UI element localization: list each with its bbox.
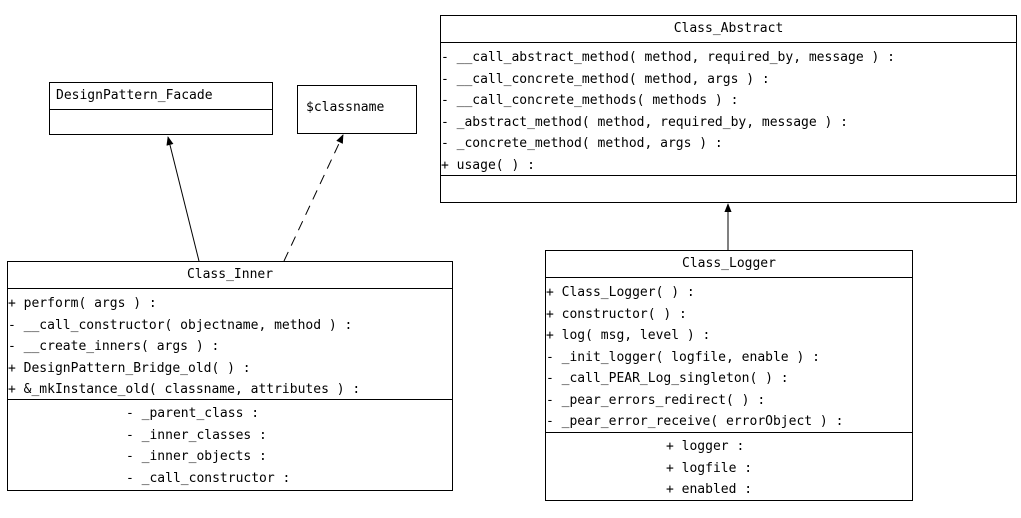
attribute: - _call_constructor : [126, 470, 291, 486]
operation: - _call_PEAR_Log_singleton( ) : [546, 371, 789, 386]
operation: - __create_inners( args ) : [8, 339, 220, 354]
operation: + usage( ) : [441, 157, 535, 173]
attributes-section [441, 176, 1016, 182]
operation: + perform( args ) : [8, 296, 157, 311]
attributes-section: - _parent_class : - _inner_classes : - _… [8, 400, 452, 492]
operation: - _abstract_method( method, required_by,… [441, 114, 848, 130]
operation: - __call_concrete_methods( methods ) : [441, 93, 739, 108]
inner-to-classname-edge [283, 134, 344, 262]
class-box-logger[interactable]: Class_Logger + Class_Logger( ) : + const… [545, 250, 913, 501]
attribute: - _inner_objects : [126, 449, 267, 464]
operations-section: + Class_Logger( ) : + constructor( ) : +… [546, 278, 912, 433]
attribute: - _inner_classes : [126, 427, 267, 443]
operation: + constructor( ) : [546, 306, 687, 322]
attribute: + logger : [666, 439, 745, 454]
class-name: DesignPattern_Facade [50, 83, 272, 110]
operation: - _init_logger( logfile, enable ) : [546, 349, 820, 365]
operations-section: - __call_abstract_method( method, requir… [441, 43, 1016, 176]
inner-to-facade-edge [166, 136, 200, 262]
operation: - __call_constructor( objectname, method… [8, 317, 353, 333]
class-box-abstract[interactable]: Class_Abstract - __call_abstract_method(… [440, 15, 1017, 203]
class-name: Class_Abstract [441, 16, 1016, 43]
class-name: Class_Logger [546, 251, 912, 278]
operation: - _pear_errors_redirect( ) : [546, 392, 766, 408]
operations-section: + perform( args ) : - __call_constructor… [8, 289, 452, 400]
class-box-facade[interactable]: DesignPattern_Facade [49, 82, 273, 135]
class-box-inner[interactable]: Class_Inner + perform( args ) : - __call… [7, 261, 453, 491]
operation: + Class_Logger( ) : [546, 285, 695, 300]
class-name: Class_Inner [8, 262, 452, 289]
operation: + &_mkInstance_old( classname, attribute… [8, 382, 361, 397]
operation: - __call_abstract_method( method, requir… [441, 50, 895, 65]
attribute: - _parent_class : [126, 406, 260, 421]
attributes-section: + logger : + logfile : + enabled : [546, 433, 912, 504]
operation: - _pear_error_receive( errorObject ) : [546, 414, 844, 429]
class-box-classname[interactable]: $classname [297, 85, 417, 134]
operation: - _concrete_method( method, args ) : [441, 136, 723, 151]
class-name: $classname [306, 100, 385, 115]
attribute: + enabled : [666, 482, 753, 497]
attribute: + logfile : [666, 460, 753, 476]
operation: + log( msg, level ) : [546, 328, 711, 343]
operation: + DesignPattern_Bridge_old( ) : [8, 360, 251, 376]
operation: - __call_concrete_method( method, args )… [441, 71, 770, 87]
